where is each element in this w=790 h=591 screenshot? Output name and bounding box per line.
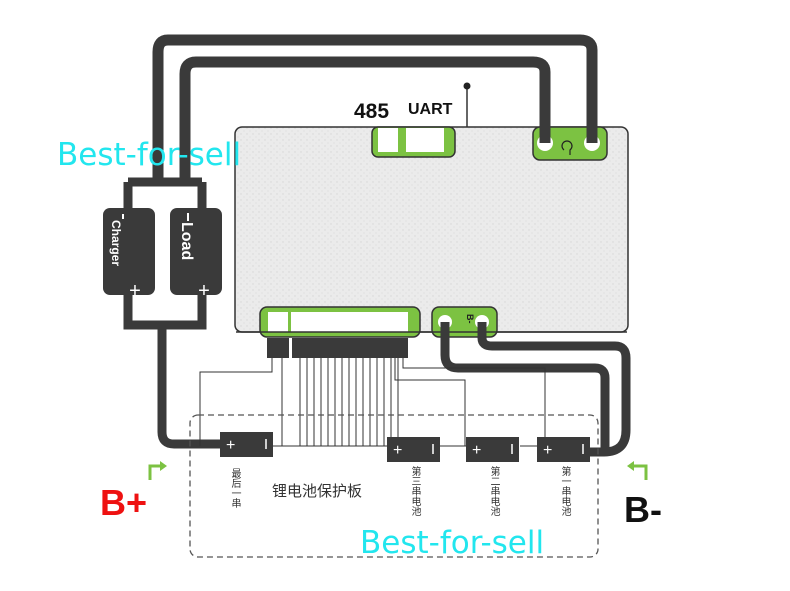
- ribbon-plug: [267, 338, 289, 358]
- b-plus-wire: [157, 325, 222, 449]
- charger-wire: [152, 34, 598, 182]
- load-wire: [179, 56, 551, 182]
- charger: Charger +: [103, 208, 155, 302]
- cell-plus: +: [472, 442, 481, 459]
- port-485-label: 485: [354, 100, 389, 123]
- cell-label-second: 第二串电池: [488, 466, 499, 516]
- b-minus-terminal: B-: [624, 489, 662, 530]
- cell-label-first: 第一串电池: [559, 466, 570, 516]
- battery-cell: +: [466, 437, 519, 462]
- pack-boundary: [189, 414, 599, 558]
- battery-cell: +: [387, 437, 440, 462]
- b-plus-arrow-icon: [148, 464, 162, 480]
- cell-plus: +: [226, 437, 235, 454]
- watermark-2: Best-for-sell: [360, 525, 544, 561]
- charger-plus: +: [129, 280, 141, 302]
- cell-plus: +: [393, 442, 402, 459]
- cell-label-third: 第三串电池: [409, 466, 420, 516]
- b-plus-terminal: B+: [100, 482, 147, 523]
- battery-cell: +: [220, 432, 273, 457]
- pack-title: 锂电池保护板: [272, 482, 362, 500]
- watermark-1: Best-for-sell: [57, 137, 241, 173]
- load-plus: +: [198, 280, 210, 302]
- cell-plus: +: [543, 442, 552, 459]
- balance-wires: [199, 358, 546, 447]
- b-minus-port-label: B-: [465, 314, 475, 324]
- cell-label-last: 最后一串: [229, 468, 240, 508]
- battery-cell: +: [537, 437, 590, 462]
- b-minus-arrow-icon: [632, 464, 648, 480]
- port-uart-label: UART: [408, 101, 453, 118]
- load: Load +: [170, 208, 222, 302]
- b-minus-wire-2: [477, 322, 631, 457]
- charger-label: Charger: [109, 220, 123, 266]
- load-label: Load: [178, 222, 195, 260]
